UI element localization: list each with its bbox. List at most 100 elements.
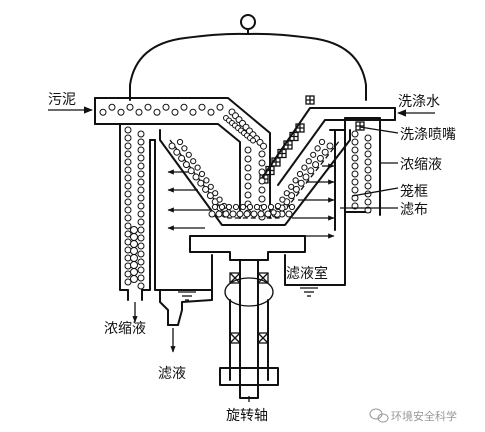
watermark-text: 环境安全科学 <box>391 409 457 423</box>
sludge-particle <box>285 210 293 218</box>
sludge-particle <box>108 103 116 111</box>
sludge-feed-pipe <box>94 97 271 219</box>
sludge-particle <box>124 230 132 238</box>
sludge-particle <box>153 108 161 116</box>
sludge-particle <box>318 138 326 146</box>
label-basket: 笼框 <box>400 183 428 200</box>
sludge-particle <box>314 145 321 152</box>
sludge-particle <box>168 142 176 150</box>
flow-arrows <box>48 106 435 402</box>
sludge-particle <box>203 177 210 184</box>
sludge-particle <box>137 234 145 242</box>
sludge-particle <box>189 108 197 116</box>
sludge-particle <box>351 178 359 186</box>
sludge-particle <box>211 203 219 211</box>
sludge-particle <box>126 103 134 111</box>
sludge-particle <box>137 250 145 258</box>
sludge-particle <box>137 154 145 162</box>
label-filter-cloth: 滤布 <box>400 202 428 218</box>
sludge-particle <box>187 167 195 175</box>
sludge-particle <box>302 173 310 181</box>
sludge-particle <box>178 154 186 162</box>
sludge-particle <box>288 203 296 211</box>
crossed-box-icon <box>229 332 241 344</box>
sludge-particle <box>283 190 290 197</box>
sludge-particle <box>117 108 125 116</box>
sludge-particle <box>207 108 215 116</box>
sludge-particle <box>130 240 138 248</box>
sludge-particle <box>351 130 359 138</box>
sludge-particle <box>207 183 214 190</box>
sludge-particle <box>130 275 138 283</box>
sludge-particle <box>244 173 252 181</box>
sludge-particle <box>244 155 252 163</box>
sludge-particle <box>364 142 372 150</box>
water-level-icon <box>178 287 318 301</box>
sludge-particle <box>257 210 265 218</box>
sludge-particle <box>99 108 107 116</box>
sludge-particle <box>258 168 266 176</box>
sludge-particle <box>137 202 145 210</box>
label-filtrate-chamber: 滤液室 <box>286 265 328 282</box>
lifting-ring <box>240 14 256 35</box>
sludge-particle <box>258 177 266 185</box>
sludge-particle <box>229 210 237 218</box>
sludge-particle <box>250 137 256 144</box>
watermark: 环境安全科学 <box>369 408 457 423</box>
sludge-particle <box>258 195 266 203</box>
sludge-particle <box>162 103 170 111</box>
sludge-particles <box>99 103 372 290</box>
sludge-particle <box>244 191 252 199</box>
sludge-particle <box>310 151 317 158</box>
sludge-particle <box>176 138 184 146</box>
sludge-particle <box>301 164 308 171</box>
sludge-particle <box>244 146 252 154</box>
sludge-particle <box>279 196 286 203</box>
sludge-particle <box>182 161 190 169</box>
sludge-particle <box>351 162 359 170</box>
sludge-particle <box>232 203 240 211</box>
sludge-particle <box>135 108 143 116</box>
sludge-particle <box>173 148 181 156</box>
cross-nozzle-icon <box>305 95 315 105</box>
sludge-particle <box>208 210 216 218</box>
crossed-box-icon <box>257 272 269 284</box>
sludge-particle <box>364 158 372 166</box>
sludge-particle <box>292 177 299 184</box>
sludge-particle <box>258 159 266 167</box>
sludge-particle <box>364 166 372 174</box>
sludge-particle <box>216 103 224 111</box>
sludge-particle <box>124 174 132 182</box>
sludge-particle <box>137 218 145 226</box>
right-housing-wall <box>284 117 381 286</box>
sludge-particle <box>364 174 372 182</box>
sludge-particle <box>137 130 145 138</box>
cross-nozzle-icon <box>295 123 305 133</box>
sludge-particle <box>190 158 197 165</box>
sludge-particle <box>351 186 359 194</box>
sludge-particle <box>124 190 132 198</box>
sludge-particle <box>250 210 258 218</box>
sludge-particle <box>137 170 145 178</box>
sludge-particle <box>124 134 132 142</box>
sludge-particle <box>124 182 132 190</box>
sludge-particle <box>244 182 252 190</box>
sludge-particle <box>267 203 275 211</box>
sludge-particle <box>292 185 300 193</box>
sludge-particle <box>215 210 223 218</box>
sludge-particle <box>364 150 372 158</box>
sludge-particle <box>246 203 254 211</box>
sludge-particle <box>258 186 266 194</box>
sludge-particle <box>124 262 132 270</box>
sludge-particle <box>194 164 201 171</box>
sludge-particle <box>321 148 329 156</box>
sludge-particle <box>222 210 230 218</box>
sludge-particle <box>225 203 233 211</box>
cross-nozzle-icon <box>265 165 275 176</box>
sludge-particle <box>137 186 145 194</box>
sludge-particle <box>124 126 132 134</box>
sludge-particle <box>137 178 145 186</box>
label-concentrate-right: 浓缩液 <box>400 157 442 173</box>
sludge-particle <box>137 194 145 202</box>
sludge-particle <box>296 170 304 178</box>
